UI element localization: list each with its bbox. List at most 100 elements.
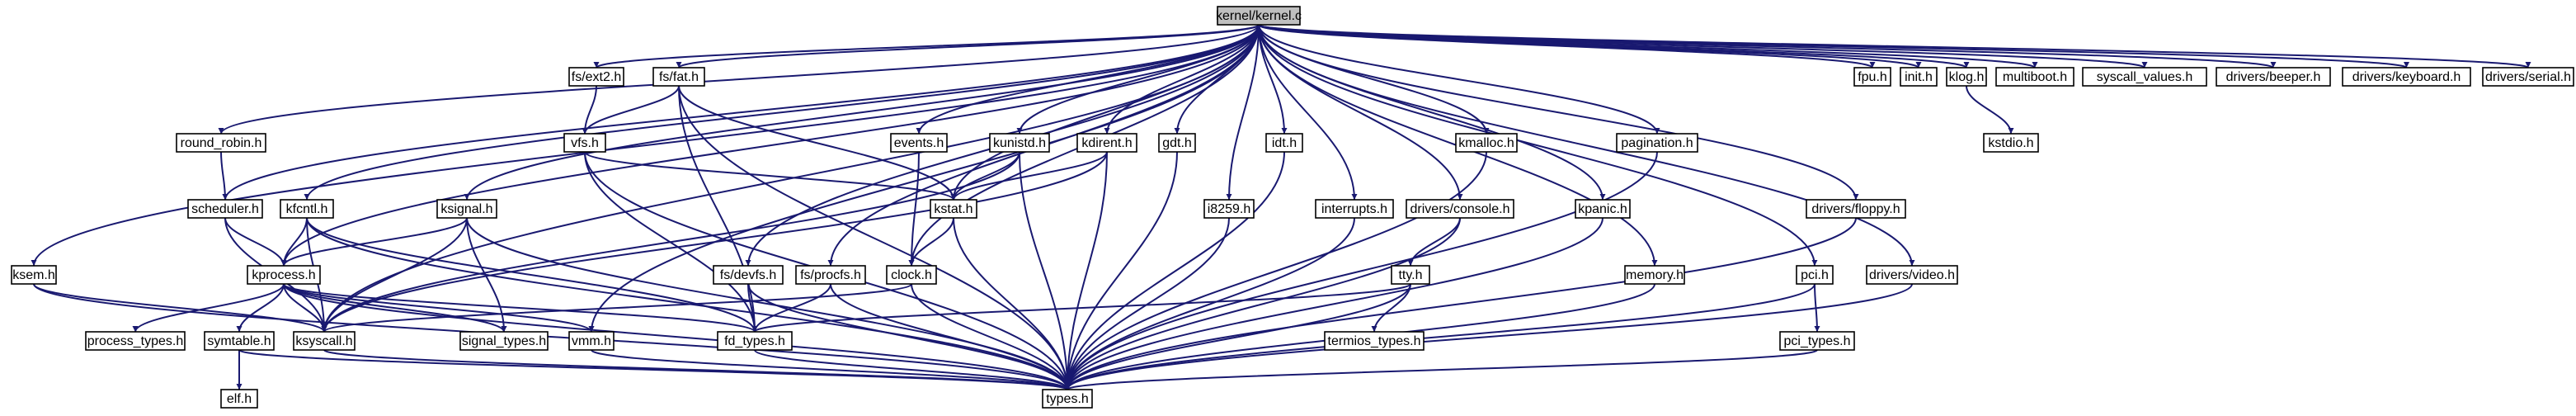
node-box — [1616, 133, 1698, 153]
node-fs-fat-h[interactable]: fs/fat.h — [652, 67, 705, 87]
node-signal-types-h[interactable]: signal_types.h — [459, 331, 549, 351]
node-init-h[interactable]: init.h — [1900, 67, 1938, 87]
node-interrupts-h[interactable]: interrupts.h — [1315, 199, 1394, 219]
edge-kernel-c-to-scheduler — [222, 24, 1260, 201]
node-vfs-h[interactable]: vfs.h — [563, 133, 606, 153]
edge-ksyscall-to-types — [323, 349, 1071, 390]
edge-kernel-c-to-ksem — [31, 24, 1260, 267]
node-klog-h[interactable]: klog.h — [1946, 67, 1987, 87]
edge-pci-to-types — [1064, 283, 1815, 390]
node-kdirent-h[interactable]: kdirent.h — [1076, 133, 1137, 153]
node-kunistd-h[interactable]: kunistd.h — [989, 133, 1050, 153]
node-clock-h[interactable]: clock.h — [886, 265, 937, 285]
node-kstdio-h[interactable]: kstdio.h — [1983, 133, 2039, 153]
node-syscall-values-h[interactable]: syscall_values.h — [2082, 67, 2207, 87]
edge-kprocess-to-types — [283, 283, 1071, 390]
node-events-h[interactable]: events.h — [890, 133, 948, 153]
node-elf-h[interactable]: elf.h — [220, 389, 258, 409]
node-box — [930, 199, 977, 219]
node-box — [1779, 331, 1855, 351]
edge-vmm-to-types — [591, 349, 1071, 390]
node-gdt-h[interactable]: gdt.h — [1158, 133, 1196, 153]
edge-kdirent-to-kstat — [950, 151, 1108, 201]
node-ksignal-h[interactable]: ksignal.h — [436, 199, 497, 219]
node-label: drivers/floppy.h — [1811, 202, 1900, 216]
node-label: klog.h — [1949, 70, 1985, 84]
node-pagination-h[interactable]: pagination.h — [1616, 133, 1698, 153]
node-ksem-h[interactable]: ksem.h — [11, 265, 57, 285]
node-process-types-h[interactable]: process_types.h — [85, 331, 186, 351]
node-label: drivers/serial.h — [2485, 70, 2571, 84]
node-scheduler-h[interactable]: scheduler.h — [187, 199, 263, 219]
edge-kpanic-to-types — [1064, 217, 1604, 390]
node-pci-h[interactable]: pci.h — [1796, 265, 1834, 285]
edge-fs-procfs-to-types — [830, 283, 1071, 390]
node-box — [2216, 67, 2331, 87]
node-box — [1391, 265, 1430, 285]
edge-tty-to-fd-types — [751, 283, 1411, 333]
edge-ksignal-to-signal-types — [466, 217, 507, 333]
node-fs-procfs-h[interactable]: fs/procfs.h — [795, 265, 866, 285]
edge-kernel-c-to-kprocess — [280, 24, 1260, 267]
node-kmalloc-h[interactable]: kmalloc.h — [1455, 133, 1518, 153]
node-tty-h[interactable]: tty.h — [1391, 265, 1430, 285]
edge-kprocess-to-fd-types — [283, 283, 758, 333]
node-round-robin-h[interactable]: round_robin.h — [176, 133, 266, 153]
node-label: tty.h — [1398, 268, 1422, 282]
node-label: gdt.h — [1162, 136, 1192, 150]
node-drivers-video-h[interactable]: drivers/video.h — [1866, 265, 1958, 285]
node-label: fs/devfs.h — [720, 268, 776, 282]
node-ksyscall-h[interactable]: ksyscall.h — [293, 331, 356, 351]
node-label: pagination.h — [1621, 136, 1693, 150]
node-box — [717, 331, 793, 351]
node-label: types.h — [1046, 392, 1089, 406]
node-box — [1796, 265, 1834, 285]
node-i8259-h[interactable]: i8259.h — [1203, 199, 1255, 219]
node-fs-devfs-h[interactable]: fs/devfs.h — [713, 265, 784, 285]
node-label: termios_types.h — [1328, 334, 1421, 348]
node-termios-types-h[interactable]: termios_types.h — [1324, 331, 1425, 351]
node-box — [652, 67, 705, 87]
node-kfcntl-h[interactable]: kfcntl.h — [280, 199, 334, 219]
edge-kfcntl-to-fd-types — [306, 217, 758, 333]
node-vmm-h[interactable]: vmm.h — [568, 331, 615, 351]
node-types-h[interactable]: types.h — [1042, 389, 1093, 409]
node-kernel-kernel-c[interactable]: kernel/kernel.c — [1216, 6, 1302, 26]
node-fpu-h[interactable]: fpu.h — [1853, 67, 1891, 87]
node-drivers-keyboard-h[interactable]: drivers/keyboard.h — [2342, 67, 2471, 87]
node-memory-h[interactable]: memory.h — [1624, 265, 1685, 285]
node-drivers-console-h[interactable]: drivers/console.h — [1406, 199, 1514, 219]
edge-kernel-c-to-pagination — [1258, 24, 1660, 135]
node-drivers-floppy-h[interactable]: drivers/floppy.h — [1806, 199, 1906, 219]
node-label: signal_types.h — [462, 334, 546, 348]
edge-ksignal-to-types — [466, 217, 1071, 390]
node-multiboot-h[interactable]: multiboot.h — [1995, 67, 2074, 87]
node-label: kdirent.h — [1081, 136, 1132, 150]
edge-fs-fat-to-fd-types — [678, 85, 758, 333]
edge-tty-to-types — [1064, 283, 1411, 390]
node-label: kernel/kernel.c — [1216, 9, 1302, 23]
node-box — [176, 133, 266, 153]
node-label: i8259.h — [1208, 202, 1251, 216]
node-label: kmalloc.h — [1458, 136, 1514, 150]
edge-kprocess-to-symtable — [236, 283, 285, 333]
node-symtable-h[interactable]: symtable.h — [204, 331, 275, 351]
node-fs-ext2-h[interactable]: fs/ext2.h — [568, 67, 624, 87]
edge-kernel-c-to-interrupts — [1258, 24, 1358, 201]
node-box — [1624, 265, 1685, 285]
edge-kernel-c-to-drivers-serial — [1258, 24, 2531, 69]
edge-kernel-c-to-drivers-beeper — [1258, 24, 2277, 69]
node-kstat-h[interactable]: kstat.h — [930, 199, 977, 219]
node-idt-h[interactable]: idt.h — [1265, 133, 1303, 153]
node-kpanic-h[interactable]: kpanic.h — [1575, 199, 1631, 219]
node-label: elf.h — [227, 392, 252, 406]
node-drivers-beeper-h[interactable]: drivers/beeper.h — [2216, 67, 2331, 87]
node-drivers-serial-h[interactable]: drivers/serial.h — [2482, 67, 2574, 87]
node-kprocess-h[interactable]: kprocess.h — [247, 265, 321, 285]
node-box — [1158, 133, 1196, 153]
node-fd-types-h[interactable]: fd_types.h — [717, 331, 793, 351]
node-pci-types-h[interactable]: pci_types.h — [1779, 331, 1855, 351]
edge-drivers-floppy-to-types — [1064, 217, 1857, 390]
edge-ksignal-to-kprocess — [280, 217, 468, 267]
node-label: fs/fat.h — [659, 70, 699, 84]
